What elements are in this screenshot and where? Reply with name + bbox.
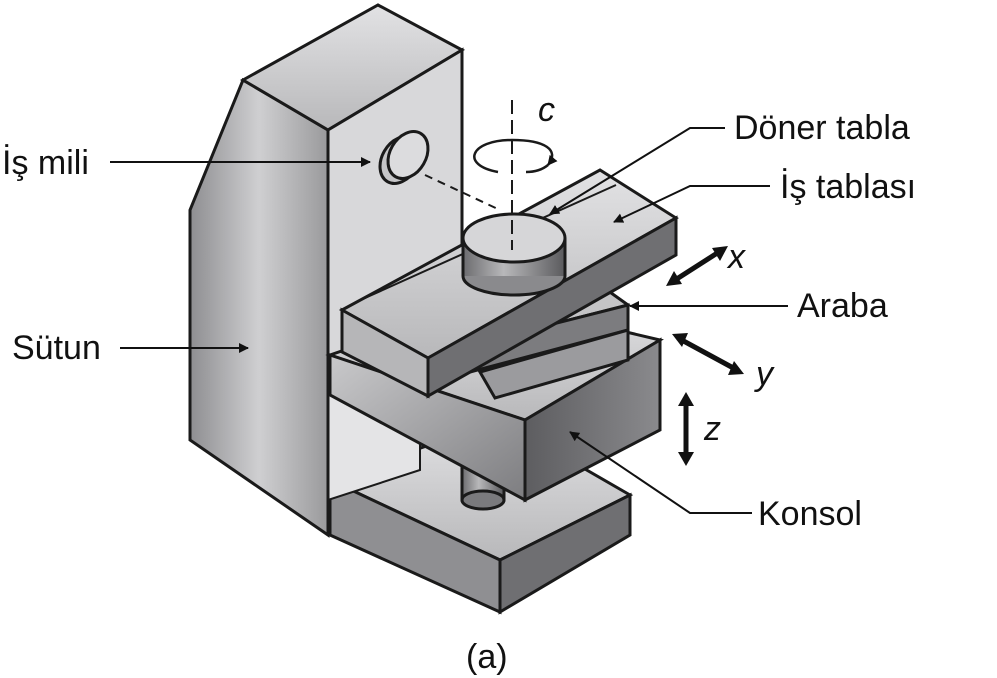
axis-label-c: c bbox=[538, 91, 555, 129]
axis-label-z: z bbox=[704, 410, 721, 448]
z-axis-arrow bbox=[678, 392, 694, 466]
figure-caption: (a) bbox=[466, 638, 508, 676]
label-sutun: Sütun bbox=[12, 329, 101, 367]
leader-is-tablasi bbox=[613, 185, 770, 223]
work-spindle bbox=[378, 130, 501, 211]
x-axis-arrow bbox=[666, 246, 728, 286]
leader-doner-tabla bbox=[549, 127, 725, 215]
axis-label-y: y bbox=[756, 355, 773, 393]
leader-lines bbox=[110, 127, 788, 514]
label-doner-tabla: Döner tabla bbox=[734, 109, 910, 147]
axis-label-x: x bbox=[728, 238, 745, 276]
label-is-tablasi: İş tablası bbox=[780, 168, 917, 206]
label-konsol: Konsol bbox=[758, 495, 862, 533]
label-is-mili: İş mili bbox=[2, 144, 89, 182]
rotary-table bbox=[461, 212, 567, 297]
label-araba: Araba bbox=[797, 287, 888, 325]
y-axis-arrow bbox=[672, 333, 744, 375]
leader-konsol bbox=[569, 431, 752, 514]
c-axis bbox=[473, 100, 558, 250]
